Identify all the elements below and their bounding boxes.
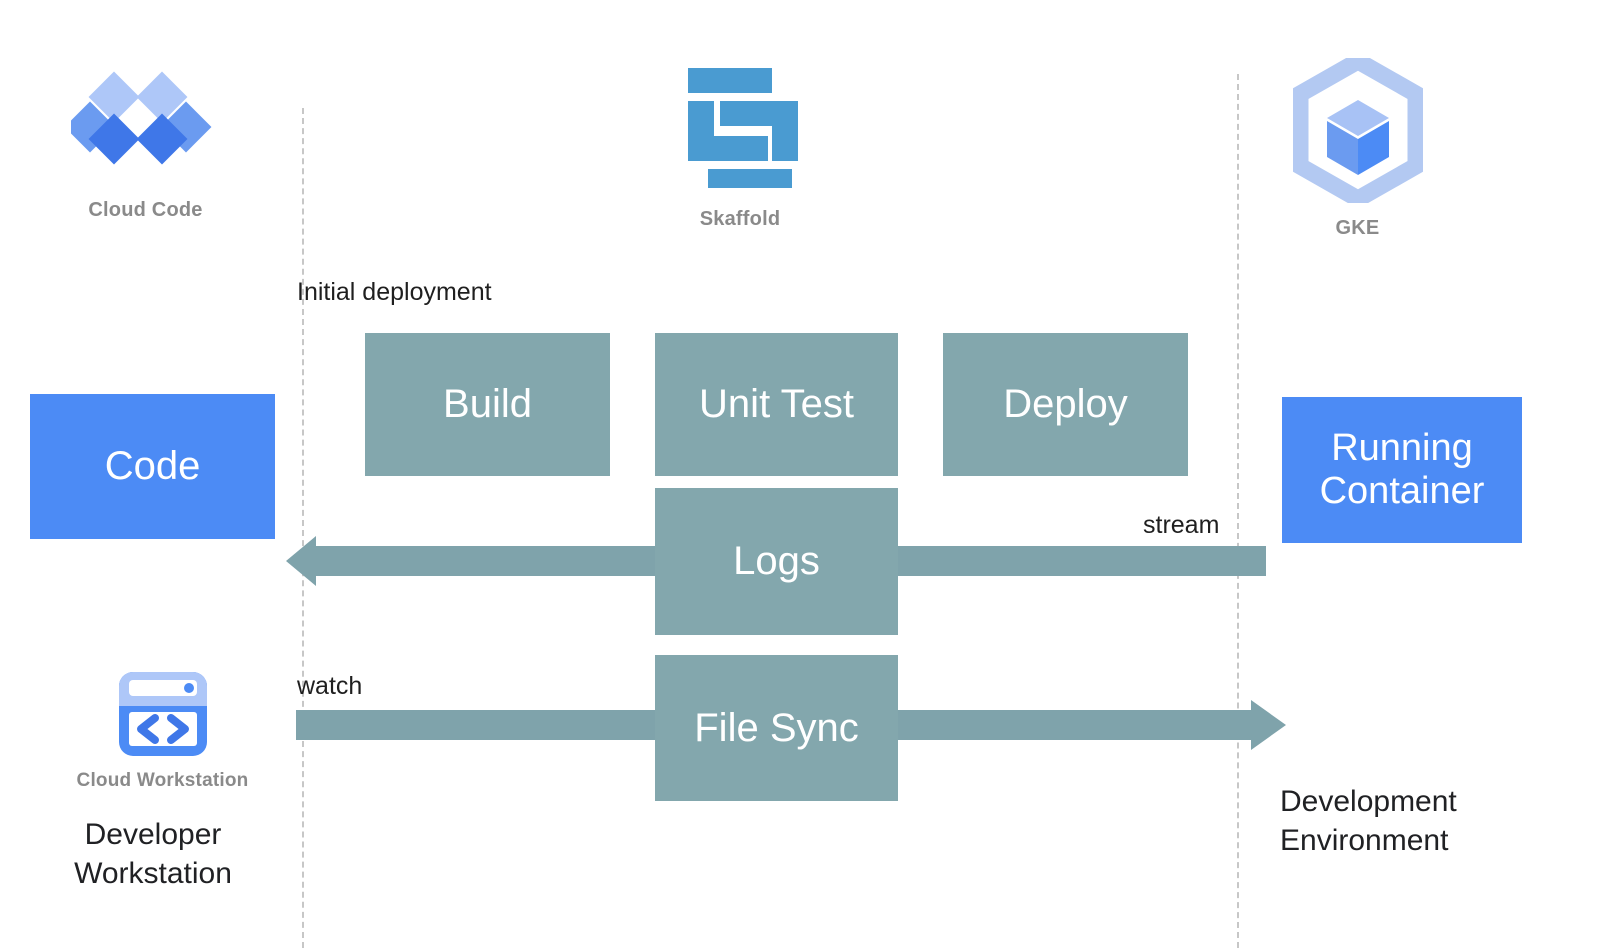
- box-file-sync-label: File Sync: [694, 705, 859, 750]
- caption-developer-workstation: Developer Workstation: [22, 815, 284, 893]
- logo-caption-cloud-code: Cloud Code: [88, 199, 203, 221]
- running-container-line2: Container: [1319, 470, 1485, 512]
- box-deploy[interactable]: Deploy: [943, 333, 1188, 476]
- label-stream: stream: [1143, 511, 1220, 539]
- development-environment-line1: Development: [1280, 785, 1457, 818]
- box-code-label: Code: [104, 444, 201, 489]
- box-deploy-label: Deploy: [1003, 382, 1128, 426]
- box-unit-test-label: Unit Test: [699, 382, 854, 426]
- logo-caption-gke: GKE: [1335, 217, 1380, 239]
- label-initial-deployment: Initial deployment: [297, 278, 492, 306]
- logo-caption-skaffold: Skaffold: [699, 208, 781, 230]
- logo-caption-cloud-workstation: Cloud Workstation: [76, 770, 249, 791]
- box-logs[interactable]: Logs: [655, 488, 898, 635]
- box-unit-test[interactable]: Unit Test: [655, 333, 898, 476]
- cloud-code-icon: [70, 71, 211, 165]
- box-build-label: Build: [443, 382, 532, 426]
- developer-workstation-line1: Developer: [84, 818, 222, 851]
- development-environment-line2: Environment: [1280, 824, 1449, 857]
- logo-group-cloud-workstation: Cloud Workstation: [55, 668, 270, 792]
- running-container-line1: Running: [1331, 427, 1473, 470]
- cloud-workstation-icon: [118, 672, 207, 756]
- box-running-container-label: Running Container: [1320, 427, 1485, 512]
- box-logs-label: Logs: [733, 539, 820, 583]
- skaffold-icon: [688, 68, 798, 188]
- caption-development-environment: Development Environment: [1280, 782, 1580, 860]
- box-file-sync[interactable]: File Sync: [655, 655, 898, 801]
- developer-workstation-line2: Workstation: [74, 857, 232, 890]
- box-build[interactable]: Build: [365, 333, 610, 476]
- logo-group-skaffold: Skaffold: [640, 66, 840, 231]
- box-running-container[interactable]: Running Container: [1282, 397, 1522, 543]
- boundary-line-left: [302, 108, 304, 948]
- boundary-line-right: [1237, 74, 1239, 948]
- logo-group-cloud-code: Cloud Code: [48, 68, 243, 222]
- box-code[interactable]: Code: [30, 394, 275, 539]
- logo-group-gke: GKE: [1265, 58, 1450, 240]
- gke-icon: [1292, 58, 1423, 203]
- label-watch: watch: [297, 672, 363, 700]
